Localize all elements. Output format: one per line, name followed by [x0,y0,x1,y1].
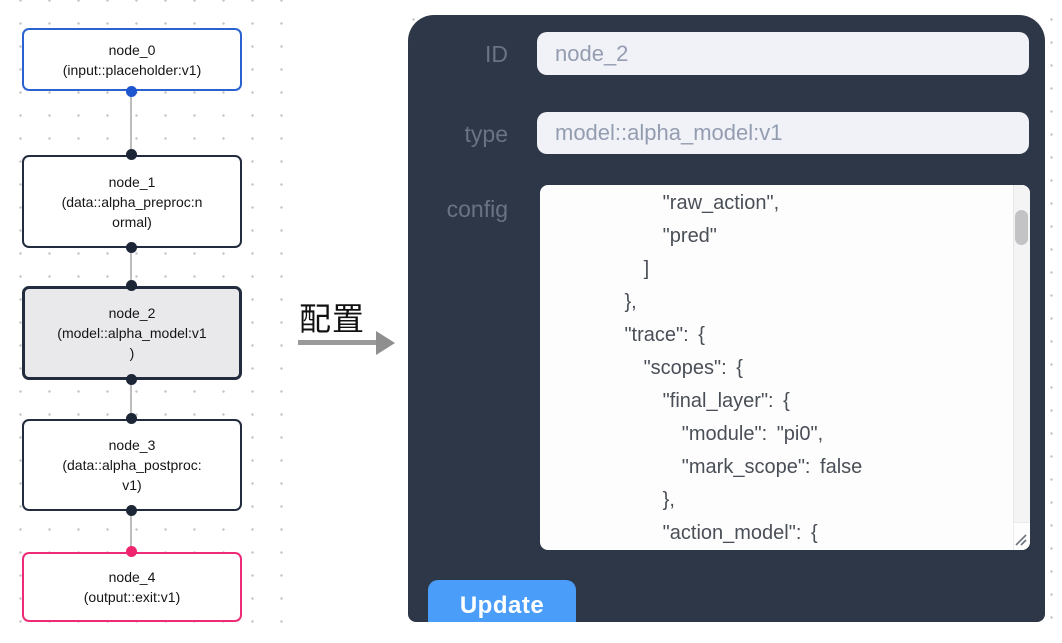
right-arrow-shaft [298,340,378,345]
resize-handle-icon[interactable] [1013,532,1027,546]
node-label: node_3 [108,437,156,453]
id-field-label: ID [485,41,508,67]
config-field-label: config [446,196,508,222]
edge-node_2-node_3 [130,380,132,419]
node-label: node_4 [108,569,156,585]
port-node_1-target[interactable] [126,149,137,160]
port-node_4-target[interactable] [126,546,137,557]
node-type-label: (model::alpha_model:v1 [57,325,207,341]
type-field-input[interactable] [537,112,1029,154]
node-type-label: (input::placeholder:v1) [62,61,202,78]
node-config-panel: ID type config "raw_action", "pred" ] },… [408,15,1045,622]
type-field-label: type [464,121,508,147]
node-type-label: (data::alpha_postproc: [62,457,202,473]
node-type-label: ormal) [112,213,152,230]
config-panel-canvas: ID type config "raw_action", "pred" ] },… [392,0,1062,631]
flow-node-node_3[interactable]: node_3 (data::alpha_postproc: v1) [22,419,242,511]
config-scrollbar-track[interactable] [1013,185,1030,522]
right-arrow-icon [376,331,395,355]
port-node_2-target[interactable] [126,280,137,291]
config-resize-corner [1013,522,1030,550]
flow-node-node_0[interactable]: node_0 (input::placeholder:v1) [22,28,242,91]
edge-node_3-node_4 [130,511,132,552]
node-type-label: ) [129,345,135,361]
edge-node_0-node_1 [130,91,132,155]
node-type-label: (output::exit:v1) [83,589,181,605]
update-button[interactable]: Update [428,580,576,622]
port-node_1-source[interactable] [126,242,137,253]
edge-node_1-node_2 [130,248,132,286]
port-node_0-source[interactable] [126,86,137,97]
id-field-input[interactable] [537,32,1029,75]
node-type-label: (data::alpha_preproc:n [61,193,203,210]
port-node_3-source[interactable] [126,505,137,516]
port-node_3-target[interactable] [126,413,137,424]
config-json-text[interactable]: "raw_action", "pred" ] }, "trace": { "sc… [624,192,863,544]
flow-canvas[interactable]: node_0 (input::placeholder:v1) node_1 (d… [0,0,296,643]
config-scrollbar-thumb[interactable] [1015,210,1028,245]
node-label: node_2 [108,305,156,321]
flow-node-node_1[interactable]: node_1 (data::alpha_preproc:n ormal) [22,155,242,248]
port-node_2-source[interactable] [126,374,137,385]
node-type-label: v1) [122,477,142,493]
node-label: node_0 [108,41,156,58]
configure-annotation-label: 配置 [299,301,366,337]
flow-node-node_2-selected[interactable]: node_2 (model::alpha_model:v1 ) [22,286,242,380]
node-label: node_1 [108,173,156,190]
flow-node-node_4[interactable]: node_4 (output::exit:v1) [22,552,242,622]
config-textarea[interactable]: "raw_action", "pred" ] }, "trace": { "sc… [540,185,1030,550]
